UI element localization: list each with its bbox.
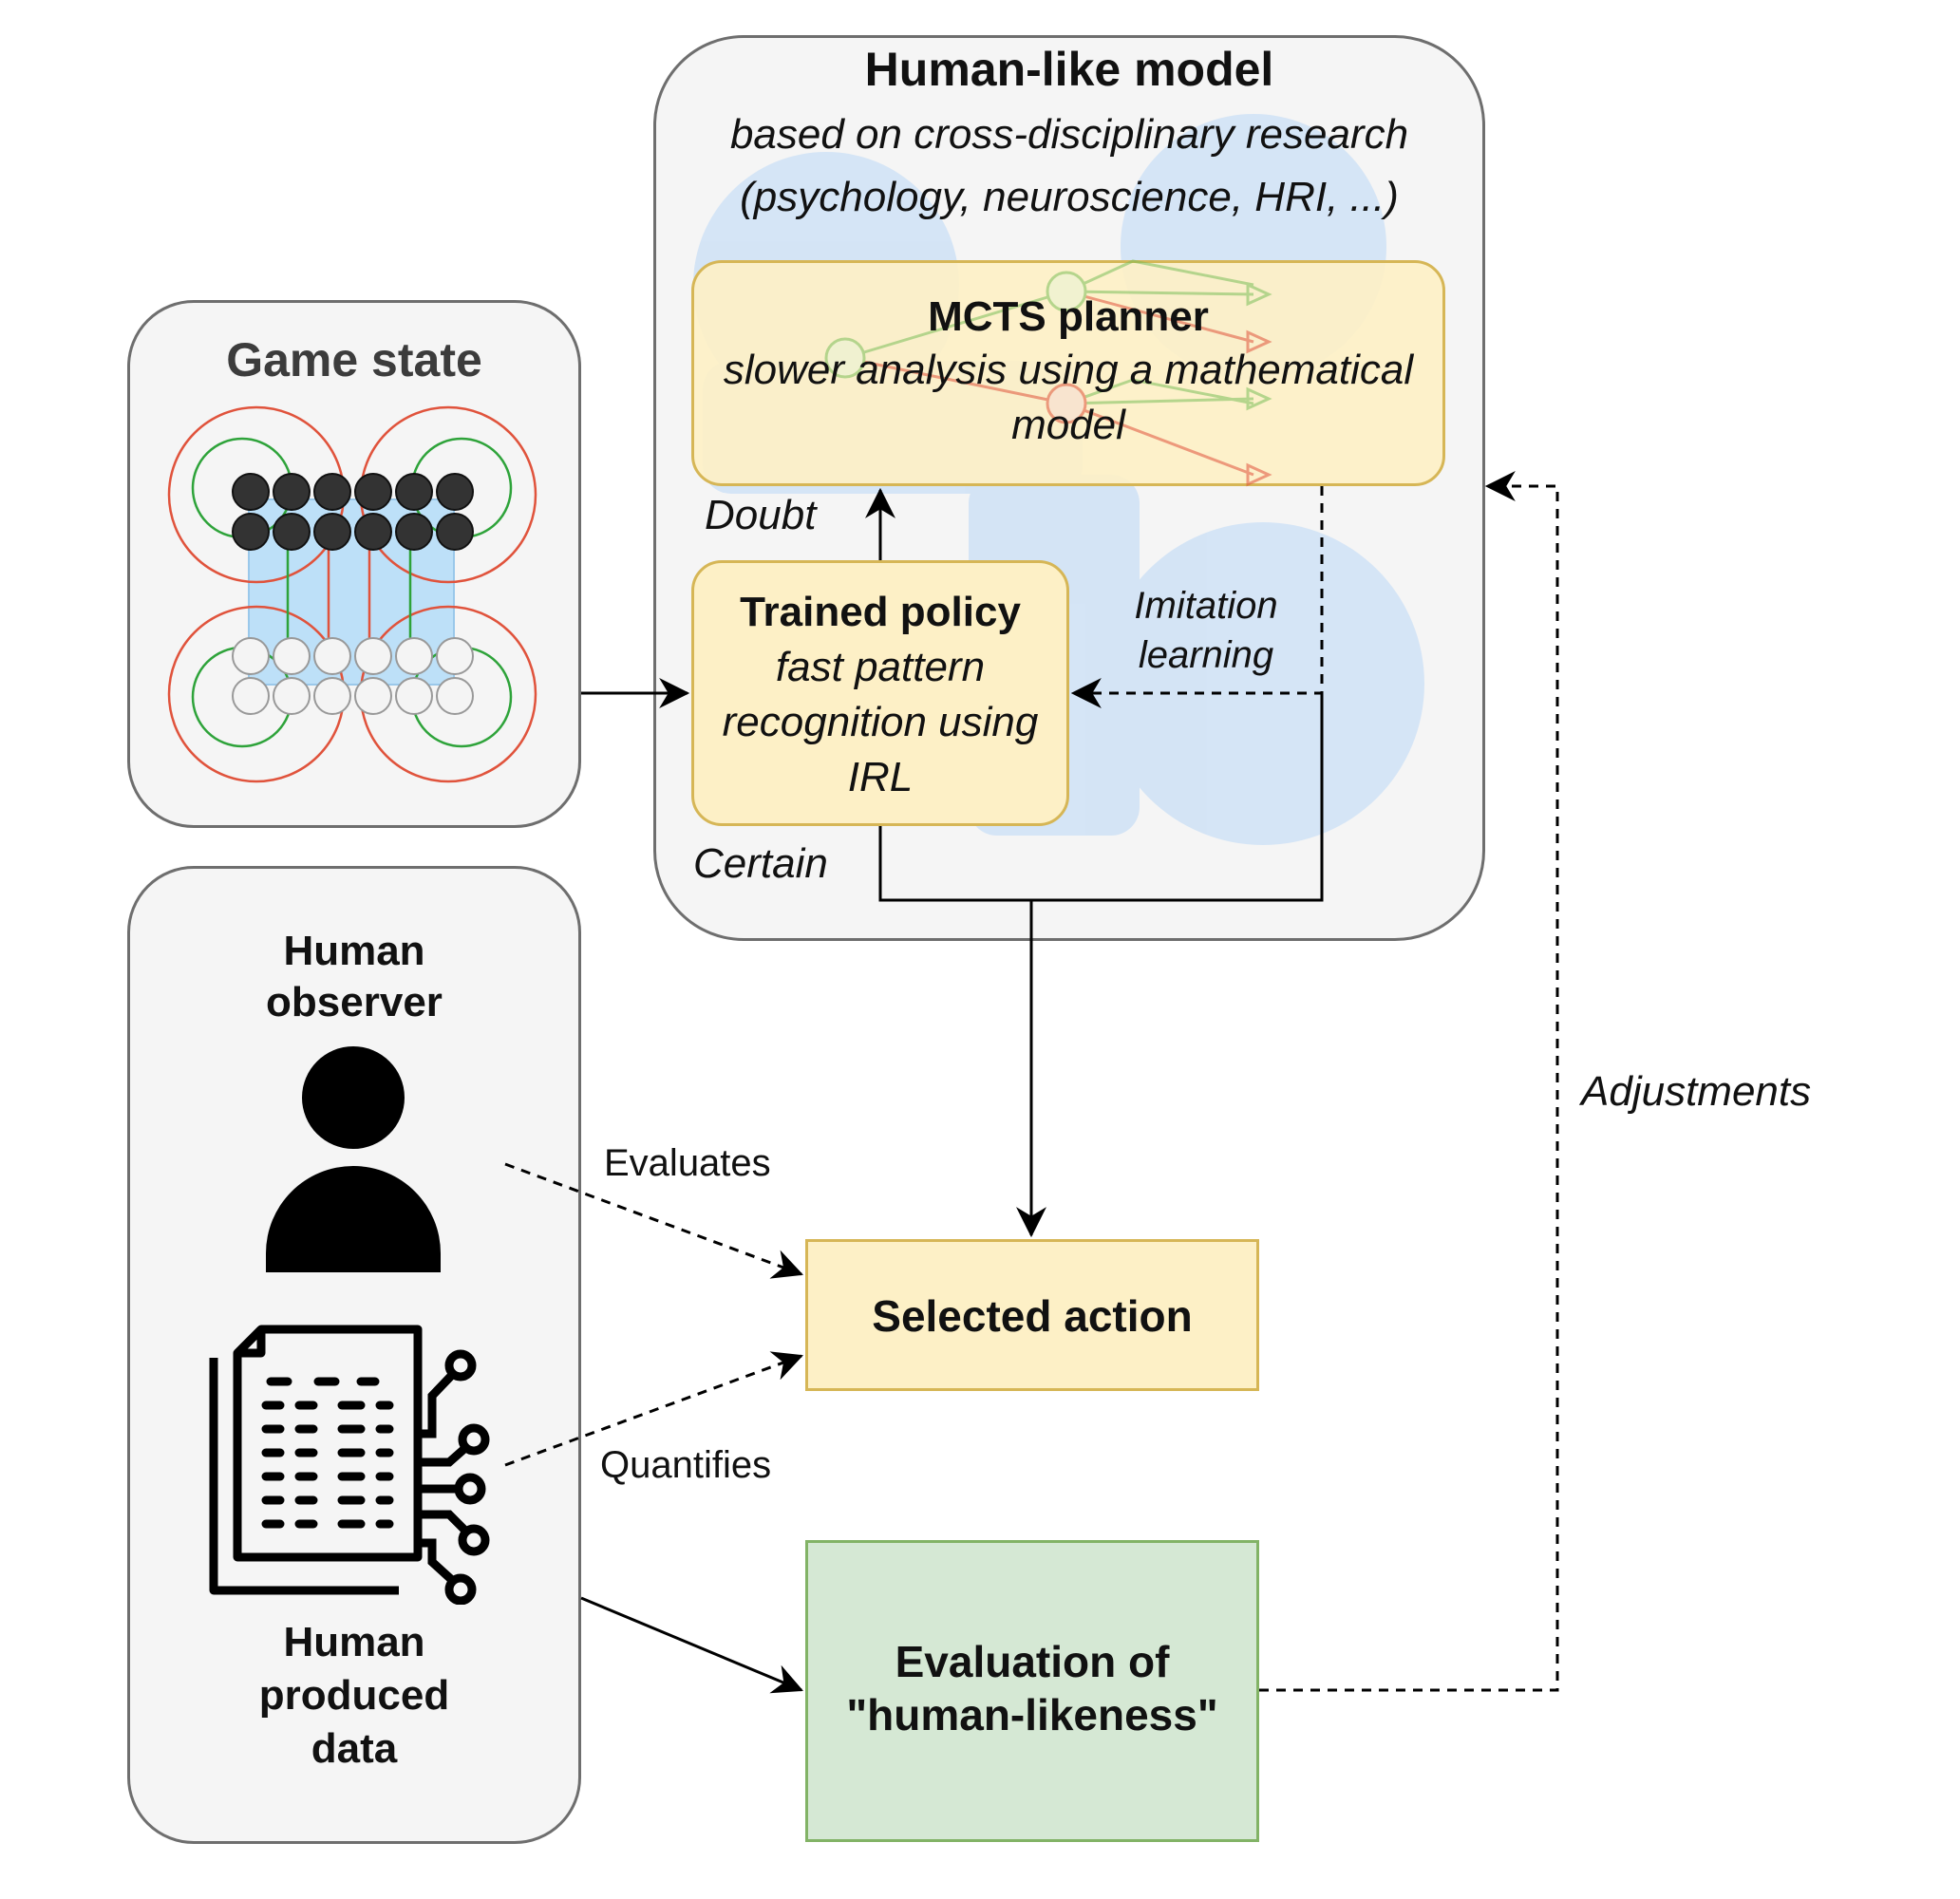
edge-evaluates	[504, 1162, 803, 1279]
adjustments-label: Adjustments	[1581, 1068, 1812, 1115]
selected-action-label: Selected action	[872, 1291, 1193, 1341]
mcts-planner-desc-2: model	[1011, 402, 1125, 448]
imitation-line-2: learning	[1138, 634, 1274, 676]
mcts-planner-desc-1: slower analysis using a mathematical	[723, 347, 1414, 393]
game-board-icon	[167, 405, 537, 783]
selected-action-box	[805, 1239, 1259, 1391]
edge-imitation-learning	[1070, 486, 1324, 708]
trained-policy-text: Trained policy fast pattern recognition …	[691, 585, 1069, 805]
edge-adjustments	[1259, 471, 1559, 1692]
human-panel	[127, 866, 581, 1844]
game-state-title: Game state	[226, 333, 482, 386]
mcts-tree-sketch	[824, 259, 1272, 487]
doubt-label: Doubt	[705, 492, 817, 538]
human-like-model-title: Human-like model	[864, 43, 1274, 96]
human-data-line-3: data	[311, 1725, 398, 1772]
trained-policy-box	[691, 560, 1069, 826]
human-observer-label: Human observer	[127, 926, 581, 1028]
evaluation-label: Evaluation of "human-likeness"	[805, 1635, 1259, 1741]
evaluation-line-2: "human-likeness"	[846, 1690, 1218, 1739]
evaluates-label: Evaluates	[604, 1142, 771, 1184]
imitation-line-1: Imitation	[1134, 585, 1278, 627]
edge-quantifies	[504, 1351, 804, 1467]
imitation-learning-label: Imitation learning	[1092, 581, 1320, 680]
human-observer-line-1: Human	[283, 928, 425, 974]
trained-policy-desc-3: IRL	[847, 754, 914, 800]
certain-label: Certain	[693, 840, 828, 887]
mcts-planner-title: MCTS planner	[928, 293, 1209, 340]
human-data-line-1: Human	[283, 1619, 425, 1665]
human-like-model-subtitle-1: based on cross-disciplinary research	[729, 111, 1409, 158]
data-document-icon	[209, 1325, 490, 1605]
evaluation-box	[805, 1540, 1259, 1842]
edge-policy-certain	[878, 693, 1324, 902]
human-data-line-2: produced	[258, 1672, 450, 1719]
evaluation-line-1: Evaluation of	[895, 1637, 1170, 1686]
human-like-model-subtitle-2: (psychology, neuroscience, HRI, ...)	[740, 174, 1399, 220]
person-icon	[266, 1046, 441, 1272]
quantifies-label: Quantifies	[600, 1444, 772, 1486]
trained-policy-title: Trained policy	[740, 589, 1021, 635]
trained-policy-desc-2: recognition using	[722, 699, 1039, 745]
human-observer-line-2: observer	[266, 979, 443, 1025]
trained-policy-desc-1: fast pattern	[775, 644, 986, 690]
human-data-label: Human produced data	[127, 1616, 581, 1776]
edge-to-evaluation	[580, 1596, 803, 1694]
